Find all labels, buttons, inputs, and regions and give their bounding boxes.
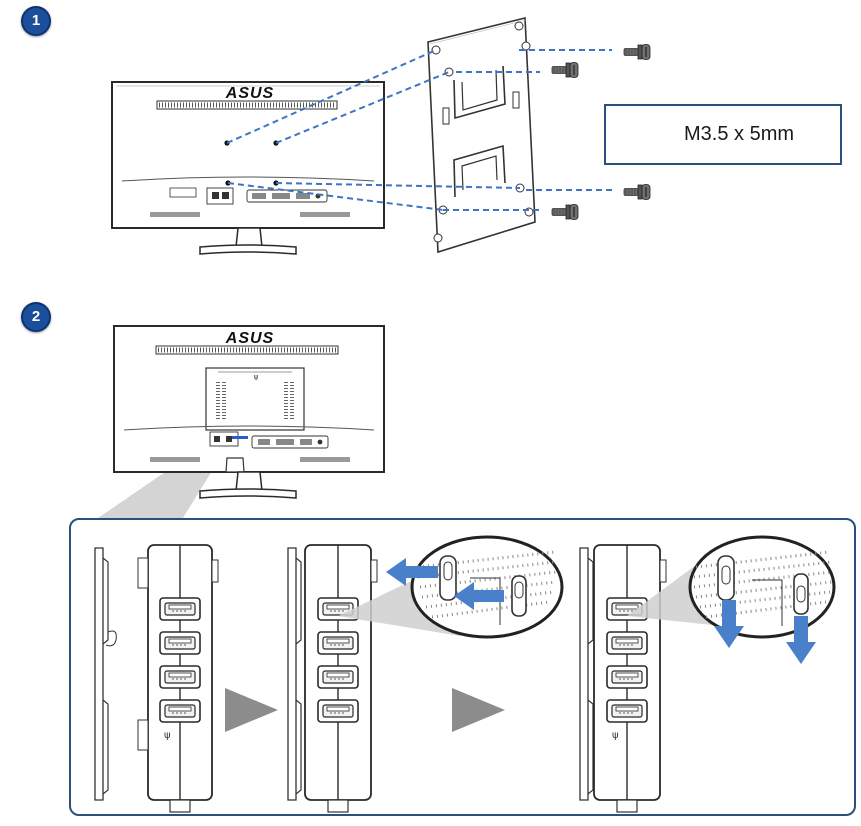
screw-icon [623, 43, 651, 61]
detail-frame [69, 518, 856, 816]
step2-brand-logo: ASUS [225, 330, 274, 347]
svg-text:ψ: ψ [612, 730, 619, 741]
detail-panel-b [287, 535, 564, 813]
screw-spec-callout: M3.5 x 5mm [604, 104, 842, 165]
vesa-bracket [427, 16, 536, 254]
arrow-down-icon [786, 616, 816, 664]
arrow-right-icon [452, 688, 505, 732]
detail-panel-a: ψ [94, 544, 219, 813]
step1-brand-logo: ASUS [225, 85, 274, 102]
step-1-badge: 1 [21, 6, 51, 36]
arrow-down-icon [714, 600, 744, 648]
detail-panel-c: ψ [579, 535, 836, 813]
screw-icon [623, 183, 651, 201]
svg-text:ψ: ψ [254, 373, 259, 381]
screw-icon [551, 61, 579, 79]
arrow-left-icon [454, 582, 504, 610]
step1-monitor [111, 81, 385, 255]
step-2-badge: 2 [21, 302, 51, 332]
magnified-vent-b [417, 550, 557, 619]
arrow-left-icon [386, 558, 438, 586]
screw-icon [551, 203, 579, 221]
arrow-right-icon [225, 688, 278, 732]
step2-monitor: ψ [113, 325, 385, 499]
step2-pc-vents [216, 382, 294, 420]
alignment-lines [226, 49, 612, 211]
svg-text:ψ: ψ [164, 730, 171, 741]
screw-spec-text: M3.5 x 5mm [684, 123, 795, 145]
